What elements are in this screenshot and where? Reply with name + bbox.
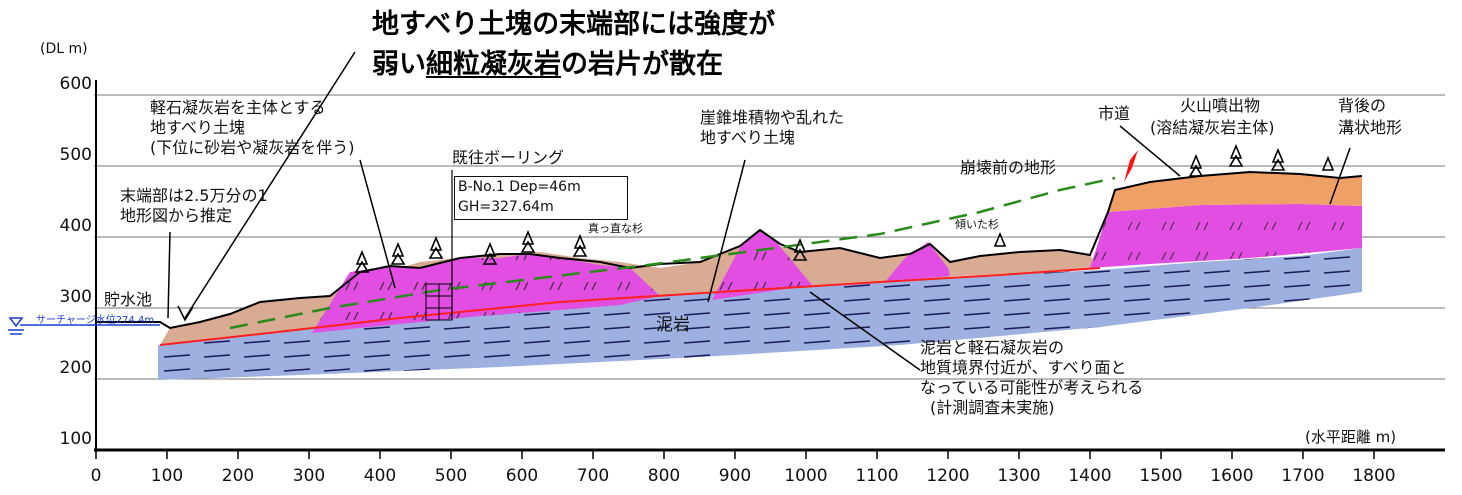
ground-surface <box>96 170 1363 330</box>
mudstone-hatch <box>158 248 1362 380</box>
y-tick-label: 600 <box>59 74 92 94</box>
headline-prefix: 弱い <box>372 49 426 80</box>
x-tick-label: 1200 <box>926 466 970 486</box>
red-marker-icon <box>1124 150 1138 182</box>
x-tick-label: 1500 <box>1139 466 1183 486</box>
leader-lines <box>167 51 1351 371</box>
boring-info-line-2: GH=327.64m <box>458 199 554 215</box>
pumice-mass-label-2: 地すべり土塊 <box>150 118 245 137</box>
x-tick-label: 1300 <box>997 466 1041 486</box>
x-tick-label: 100 <box>150 466 184 486</box>
pumice-bedrock-upper-hatch <box>1090 204 1362 268</box>
x-tick-label: 1000 <box>784 466 828 486</box>
x-tick-label: 0 <box>90 466 102 486</box>
slip-surface-label-1: 泥岩と軽石凝灰岩の <box>920 338 1065 357</box>
slip-surface-label-4: (計測調査未実施) <box>930 398 1055 417</box>
x-tick-label: 500 <box>434 466 468 486</box>
x-tick-label: 400 <box>363 466 397 486</box>
talus-label-1: 崖錐堆積物や乱れた <box>700 108 845 127</box>
tilted-cedar-label: 傾いた杉 <box>955 218 999 231</box>
x-tick-label: 1100 <box>855 466 899 486</box>
headline-suffix: の岩片が散在 <box>561 49 723 80</box>
reservoir-label: 貯水池 <box>104 290 153 309</box>
water-level-icon <box>8 317 24 335</box>
trench-label-1: 背後の <box>1338 96 1387 115</box>
volcanic-label-1: 火山噴出物 <box>1180 96 1261 115</box>
slip-surface-label-2: 地質境界付近が、すべり面と <box>920 358 1127 377</box>
slip-surface-label-3: なっている可能性が考えられる <box>920 378 1144 397</box>
pumice-mass-center-hatch <box>712 230 812 300</box>
y-tick-label: 200 <box>59 358 92 378</box>
x-tick-label: 800 <box>647 466 681 486</box>
x-tick-label: 200 <box>221 466 255 486</box>
x-tick-label: 1600 <box>1210 466 1254 486</box>
road-label: 市道 <box>1098 104 1131 123</box>
x-tick-label: 1700 <box>1281 466 1325 486</box>
trench-label-2: 溝状地形 <box>1338 118 1403 137</box>
x-tick-label: 600 <box>505 466 539 486</box>
boring-info-line-1: B-No.1 Dep=46m <box>458 179 581 195</box>
volcanic-deposit-layer <box>1108 172 1362 212</box>
headline-line-1: 地すべり土塊の末端部には強度が <box>372 9 776 40</box>
boring-column-hatch <box>426 284 452 320</box>
pumice-mass-right <box>885 242 950 282</box>
pumice-mass-label-1: 軽石凝灰岩を主体とする <box>150 98 326 117</box>
x-axis-unit: (水平距離 m) <box>1305 428 1397 446</box>
headline-line-2: 弱い細粒凝灰岩の岩片が散在 <box>372 48 723 81</box>
y-axis-unit: (DL m) <box>40 41 88 57</box>
headline-underlined: 細粒凝灰岩 <box>426 49 561 80</box>
x-axis-ticks <box>95 450 1375 459</box>
y-tick-label: 500 <box>59 145 92 165</box>
volcanic-label-2: (溶結凝灰岩主体) <box>1150 118 1275 137</box>
pre-collapse-topography <box>229 176 1116 330</box>
pumice-mass-label-3: (下位に砂岩や凝灰岩を伴う) <box>150 138 355 157</box>
boring-title: 既往ボーリング <box>452 148 565 167</box>
toe-label-2: 地形図から推定 <box>120 206 233 225</box>
x-tick-label: 700 <box>576 466 610 486</box>
x-tick-label: 1800 <box>1352 466 1396 486</box>
y-tick-label: 400 <box>59 216 92 236</box>
y-tick-label: 300 <box>59 287 92 307</box>
tree-icons <box>354 143 1335 273</box>
toe-label-1: 末端部は2.5万分の1 <box>120 186 268 205</box>
x-tick-label: 900 <box>718 466 752 486</box>
straight-cedar-label: 真っ直な杉 <box>588 222 643 235</box>
talus-label-2: 地すべり土塊 <box>700 128 795 147</box>
y-tick-label: 100 <box>59 429 92 449</box>
x-tick-label: 300 <box>292 466 326 486</box>
x-tick-label: 1400 <box>1068 466 1112 486</box>
mudstone-label: 泥岩 <box>656 315 690 335</box>
pre-collapse-label: 崩壊前の地形 <box>960 158 1057 177</box>
slip-surface-line <box>159 267 1101 346</box>
surcharge-label: サーチャージ水位274.4m <box>36 315 155 326</box>
boring-info-box <box>454 176 628 220</box>
